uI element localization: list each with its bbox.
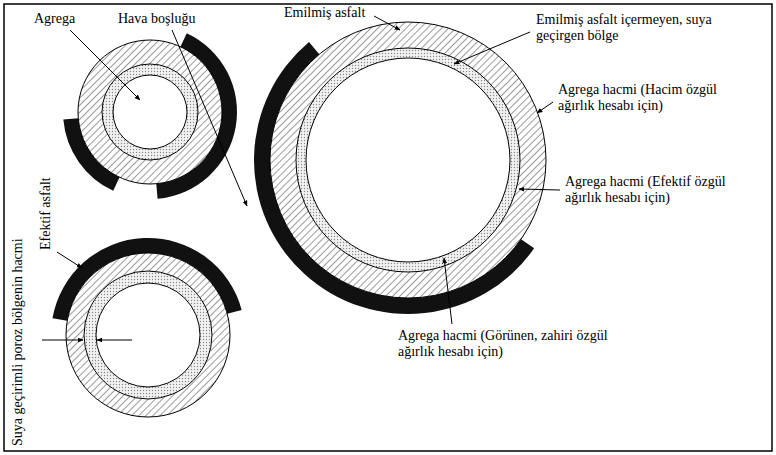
aggregate-core xyxy=(96,283,200,387)
leader-line xyxy=(97,340,132,341)
permeable-zone xyxy=(102,64,198,160)
part-label: Agrega hacmi (Efektif özgül ağırlık hesa… xyxy=(565,174,755,206)
leader-line xyxy=(42,340,83,341)
leader-line xyxy=(70,30,140,100)
aggregate-core xyxy=(306,58,510,262)
part-label: Hava boşluğu xyxy=(118,11,195,27)
aggregate-core xyxy=(113,75,187,149)
absorbed-asphalt xyxy=(270,22,546,298)
leader-line xyxy=(172,30,247,206)
absorbed-asphalt xyxy=(66,253,230,417)
frame xyxy=(4,4,772,451)
part-label: Efektif asfalt xyxy=(38,177,54,250)
aggregate-particle xyxy=(254,22,546,314)
leader-line xyxy=(374,16,400,30)
part-label: Agrega hacmi (Görünen, zahiri özgül ağır… xyxy=(398,328,643,360)
aggregate-particle xyxy=(63,33,237,199)
part-label: Emilmiş asfalt içermeyen, suya geçirgen … xyxy=(536,12,741,44)
aggregate-particle xyxy=(52,238,241,417)
part-label: Suya geçirimli poroz bölgenin hacmi xyxy=(10,238,26,446)
permeable-zone xyxy=(296,48,520,272)
part-label: Agrega hacmi (Hacim özgül ağırlık hesabı… xyxy=(558,82,736,114)
leader-line xyxy=(537,102,553,113)
leader-line xyxy=(454,32,530,64)
leader-line xyxy=(444,258,452,324)
leader-line xyxy=(57,252,82,268)
permeable-zone xyxy=(84,271,212,399)
part-label: Emilmiş asfalt xyxy=(284,5,365,21)
absorbed-asphalt xyxy=(78,40,222,184)
part-label: Agrega xyxy=(34,11,75,27)
leader-line xyxy=(519,189,560,190)
